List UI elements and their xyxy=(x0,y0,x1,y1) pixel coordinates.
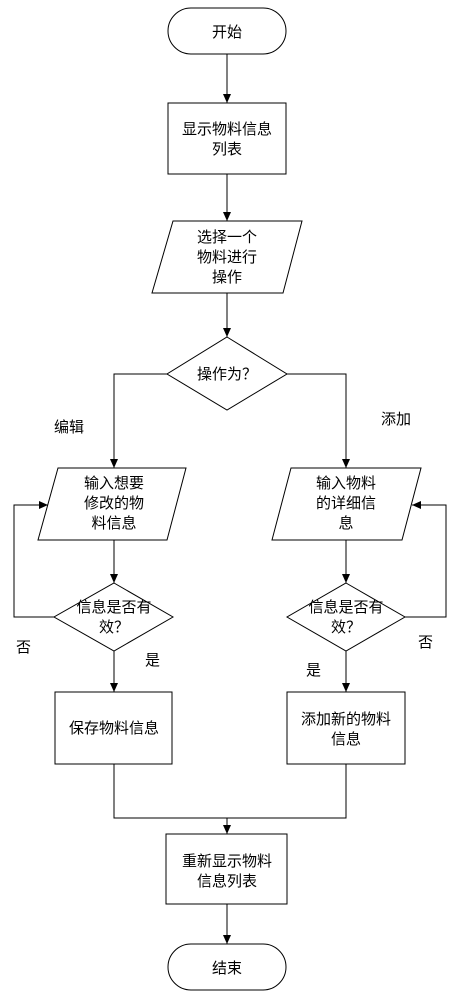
line-save-to-merge xyxy=(113,764,227,819)
add-new-label-1: 添加新的物料 xyxy=(301,710,391,728)
add-new-item-process xyxy=(286,691,406,765)
edge-yes-left-label: 是 xyxy=(145,651,160,669)
show-list-label-2: 列表 xyxy=(212,140,242,158)
start-label: 开始 xyxy=(212,23,242,41)
save-label: 保存物料信息 xyxy=(69,719,159,737)
select-item-label-3: 操作 xyxy=(212,268,242,286)
end-label: 结束 xyxy=(212,959,242,977)
valid-left-label-2: 效？ xyxy=(99,618,129,636)
input-add-label-1: 输入物料 xyxy=(316,474,376,492)
redisplay-label-2: 信息列表 xyxy=(197,872,257,890)
select-item-label-1: 选择一个 xyxy=(197,228,257,246)
redisplay-list-process xyxy=(165,833,288,905)
redisplay-label-1: 重新显示物料 xyxy=(182,852,272,870)
validity-decision-left xyxy=(52,582,175,652)
select-item-label-2: 物料进行 xyxy=(197,248,257,266)
arrow-right-invalid-loop xyxy=(405,501,447,618)
edge-no-left-label: 否 xyxy=(16,638,31,656)
arrow-left-invalid-loop xyxy=(13,501,54,618)
line-add-to-merge xyxy=(227,764,347,819)
show-list-process xyxy=(167,102,287,175)
show-list-label-1: 显示物料信息 xyxy=(182,120,272,138)
input-edit-io xyxy=(37,467,187,541)
validity-decision-right xyxy=(285,582,407,652)
add-new-label-2: 信息 xyxy=(331,730,361,748)
edge-edit-label: 编辑 xyxy=(54,418,84,436)
input-edit-label-3: 料信息 xyxy=(91,514,136,532)
arrow-decision-to-edit xyxy=(110,373,167,468)
edge-add-label: 添加 xyxy=(381,410,411,428)
decision-op-label: 操作为？ xyxy=(197,365,257,383)
edge-no-right-label: 否 xyxy=(418,633,433,651)
valid-left-label-1: 信息是否有 xyxy=(76,598,151,616)
arrow-decision-to-add xyxy=(287,373,350,468)
valid-right-label-2: 效？ xyxy=(331,618,361,636)
edge-yes-right-label: 是 xyxy=(306,661,321,679)
select-item-io xyxy=(151,220,303,294)
input-add-label-3: 息 xyxy=(338,514,353,532)
input-edit-label-1: 输入想要 xyxy=(84,474,144,492)
valid-right-label-1: 信息是否有 xyxy=(308,598,383,616)
input-add-label-2: 的详细信 xyxy=(316,494,376,512)
input-edit-label-2: 修改的物 xyxy=(84,494,144,512)
save-item-process xyxy=(54,691,173,765)
input-add-io xyxy=(271,467,422,541)
operation-decision xyxy=(166,336,288,411)
